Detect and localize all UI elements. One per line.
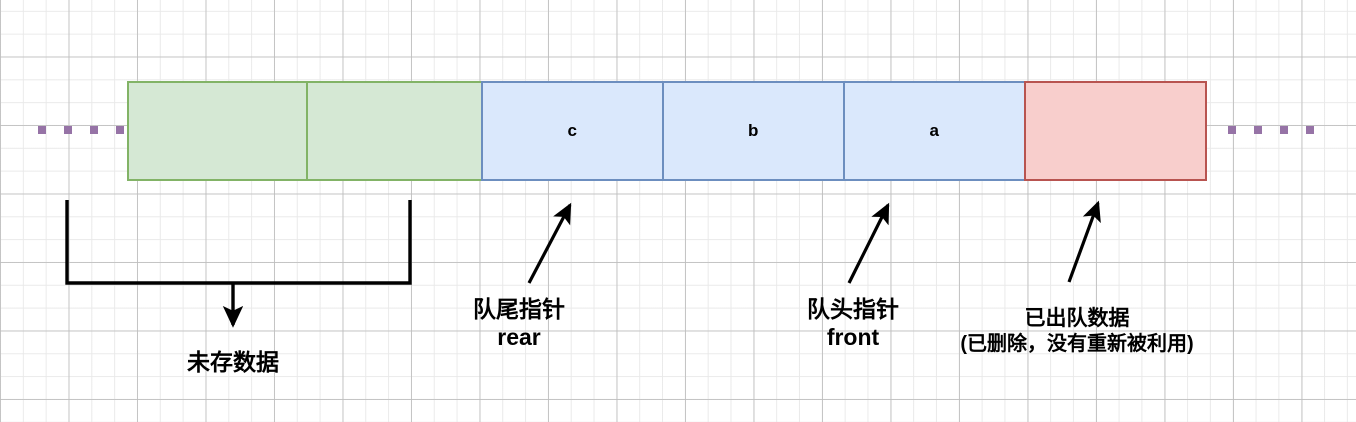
queue-cell-label: c [567, 121, 578, 140]
annotation-line: 队尾指针 [473, 296, 565, 322]
queue-cell-c: c [481, 81, 664, 181]
ellipsis-dot [1280, 126, 1288, 134]
ellipsis-dot [38, 126, 46, 134]
queue-cell-b: b [662, 81, 845, 181]
rear-arrow [527, 202, 572, 284]
queue-array-strip: c b a [127, 81, 1207, 181]
annotation-line: 已出队数据 [1024, 307, 1130, 330]
ellipsis-dot [1228, 126, 1236, 134]
annotation-line: 未存数据 [187, 349, 279, 375]
unstored-bracket [65, 200, 412, 328]
queue-cell-label: b [748, 121, 759, 140]
annotation-line: (已删除，没有重新被利用) [960, 332, 1194, 355]
queue-cell-label: a [929, 121, 940, 140]
queue-cell-empty-1 [127, 81, 308, 181]
front-arrow [847, 202, 890, 284]
queue-cell-a: a [843, 81, 1026, 181]
right-ellipsis [1228, 126, 1314, 134]
annotation-rear-pointer: 队尾指针 rear [424, 295, 614, 351]
queue-cell-empty-2 [306, 81, 483, 181]
ellipsis-dot [1254, 126, 1262, 134]
ellipsis-dot [90, 126, 98, 134]
annotation-line: 队头指针 [807, 296, 899, 322]
ellipsis-dot [64, 126, 72, 134]
queue-cell-dequeued [1024, 81, 1207, 181]
annotation-front-pointer: 队头指针 front [758, 295, 948, 351]
dequeued-arrow [1067, 200, 1101, 283]
ellipsis-dot [1306, 126, 1314, 134]
annotation-dequeued-data: 已出队数据 (已删除，没有重新被利用) [912, 306, 1242, 356]
annotation-line: rear [497, 324, 541, 351]
annotation-line: front [826, 324, 880, 351]
left-ellipsis [38, 126, 124, 134]
annotation-unstored: 未存数据 [143, 348, 323, 376]
ellipsis-dot [116, 126, 124, 134]
